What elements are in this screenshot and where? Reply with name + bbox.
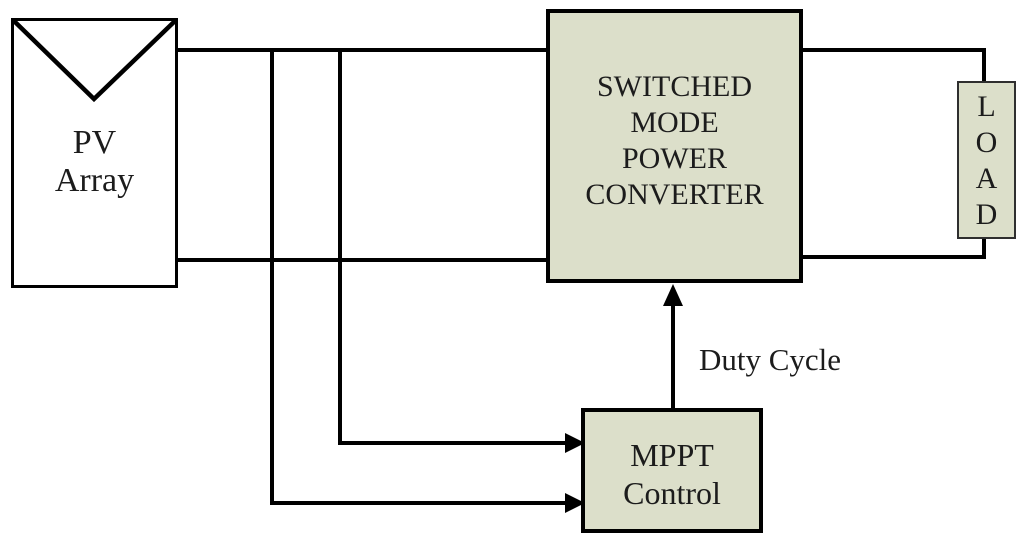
wire-converter-load-top (795, 48, 986, 52)
arrow-right-icon (565, 433, 585, 453)
arrow-up-icon (663, 284, 683, 306)
wire-load-bottom-vertical (982, 237, 986, 259)
mppt-control-label: MPPT Control (581, 436, 763, 512)
mppt-control-label-line: Control (623, 475, 721, 511)
converter-label-line: POWER (622, 142, 727, 175)
load-block (957, 81, 1016, 239)
pv-array-block (11, 18, 178, 288)
pv-array-label: PV Array (11, 124, 178, 200)
wire-sense-tap-outer-horizontal (270, 501, 570, 505)
pv-panel-chevron-icon (11, 18, 178, 103)
wire-load-top-vertical (982, 48, 986, 83)
mppt-control-label-line: MPPT (630, 437, 714, 473)
wire-pv-converter-bottom (172, 258, 552, 262)
converter-label-line: SWITCHED (597, 70, 752, 103)
wire-converter-load-bottom (795, 255, 986, 259)
pv-array-label-line: Array (54, 162, 135, 199)
converter-block (546, 9, 803, 283)
converter-label-line: CONVERTER (585, 178, 764, 211)
wire-sense-tap-inner-horizontal (338, 441, 570, 445)
load-label-letter: A (975, 162, 998, 195)
load-label-letter: L (977, 90, 996, 123)
wire-sense-tap-inner-vertical (338, 48, 342, 445)
arrow-right-icon (565, 493, 585, 513)
load-label: L O A D (957, 89, 1016, 233)
load-label-letter: O (975, 126, 998, 159)
wire-duty-cycle-vertical (671, 295, 675, 410)
load-label-letter: D (975, 198, 998, 231)
converter-label-line: MODE (630, 106, 719, 139)
pv-array-label-line: PV (72, 124, 117, 161)
mppt-control-block (581, 408, 763, 533)
converter-label: SWITCHED MODE POWER CONVERTER (546, 69, 803, 213)
wire-sense-tap-outer-vertical (270, 48, 274, 505)
duty-cycle-label: Duty Cycle (698, 342, 842, 377)
wire-pv-converter-top (172, 48, 552, 52)
